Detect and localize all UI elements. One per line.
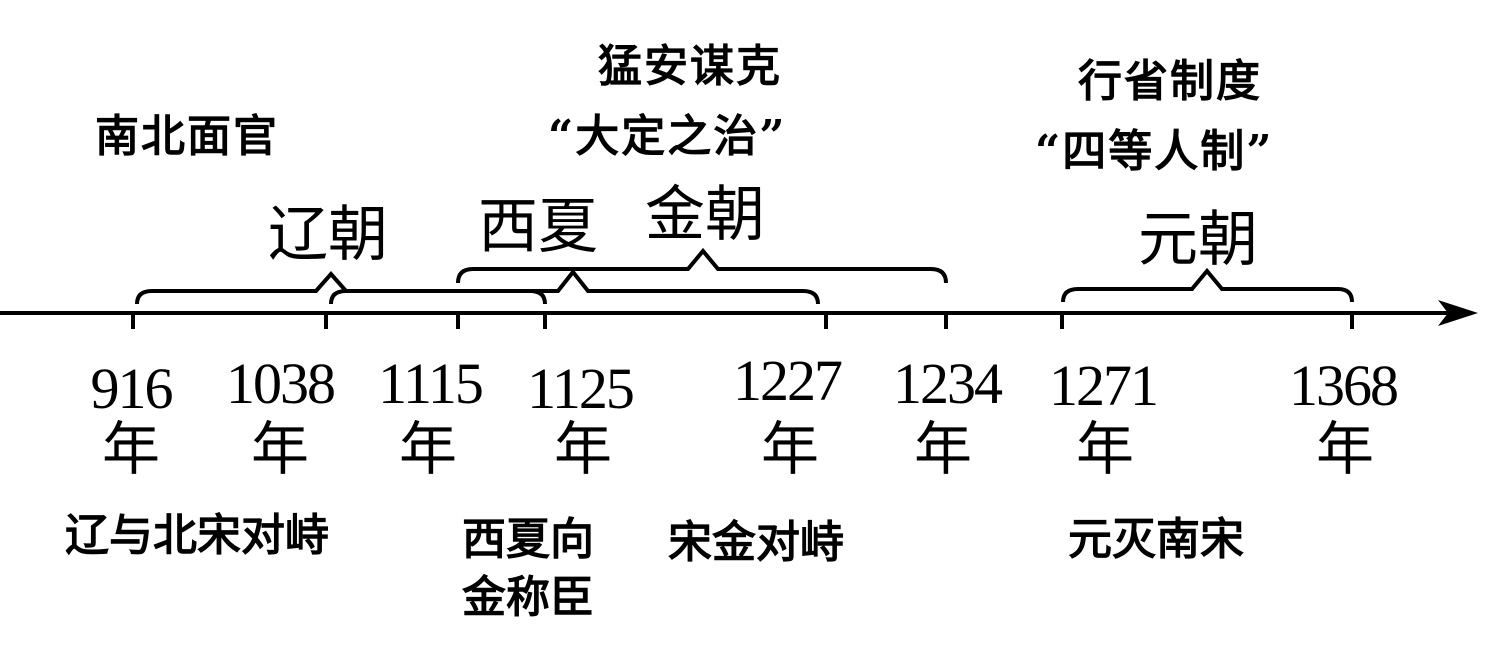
brace-jin	[456, 247, 948, 284]
event-xixia-submits-line2: 金称臣	[462, 572, 594, 623]
dynasty-yuan: 元朝	[1138, 205, 1258, 275]
year-unit: 年	[553, 415, 612, 483]
year-unit: 年	[101, 415, 160, 483]
year-label: 916	[90, 356, 174, 421]
year-label: 1038	[226, 351, 336, 416]
year-label: 1234	[893, 351, 1003, 416]
year-unit: 年	[1315, 415, 1374, 483]
event-xixia-submits-line1: 西夏向	[462, 514, 594, 565]
year-label: 1368	[1289, 353, 1399, 418]
year-unit: 年	[398, 415, 457, 483]
note-jin-dading: “大定之治”	[548, 111, 787, 162]
year-label: 1227	[733, 348, 843, 413]
event-yuan-conquers-song: 元灭南宋	[1068, 514, 1244, 565]
arrow-right-icon	[1438, 300, 1478, 326]
year-unit: 年	[250, 415, 309, 483]
note-yuan-four-classes: “四等人制”	[1035, 126, 1274, 177]
dynasty-jin: 金朝	[645, 180, 765, 250]
year-unit: 年	[760, 415, 819, 483]
note-liao-system: 南北面官	[95, 111, 279, 162]
tick-marks	[131, 313, 1354, 329]
brace-liao	[135, 270, 547, 305]
year-label: 1125	[527, 356, 635, 421]
dynasty-xixia: 西夏	[478, 192, 598, 262]
brace-yuan	[1061, 267, 1354, 303]
year-label: 1115	[378, 351, 484, 416]
dynasty-liao: 辽朝	[268, 200, 388, 270]
year-unit: 年	[913, 415, 972, 483]
note-jin-system: 猛安谋克	[598, 41, 782, 92]
brace-xixia	[329, 268, 820, 305]
year-label: 1271	[1049, 353, 1159, 418]
year-unit: 年	[1075, 415, 1134, 483]
event-liao-song-standoff: 辽与北宋对峙	[65, 510, 329, 561]
note-yuan-province: 行省制度	[1078, 56, 1262, 107]
event-song-jin-standoff: 宋金对峙	[668, 517, 844, 568]
